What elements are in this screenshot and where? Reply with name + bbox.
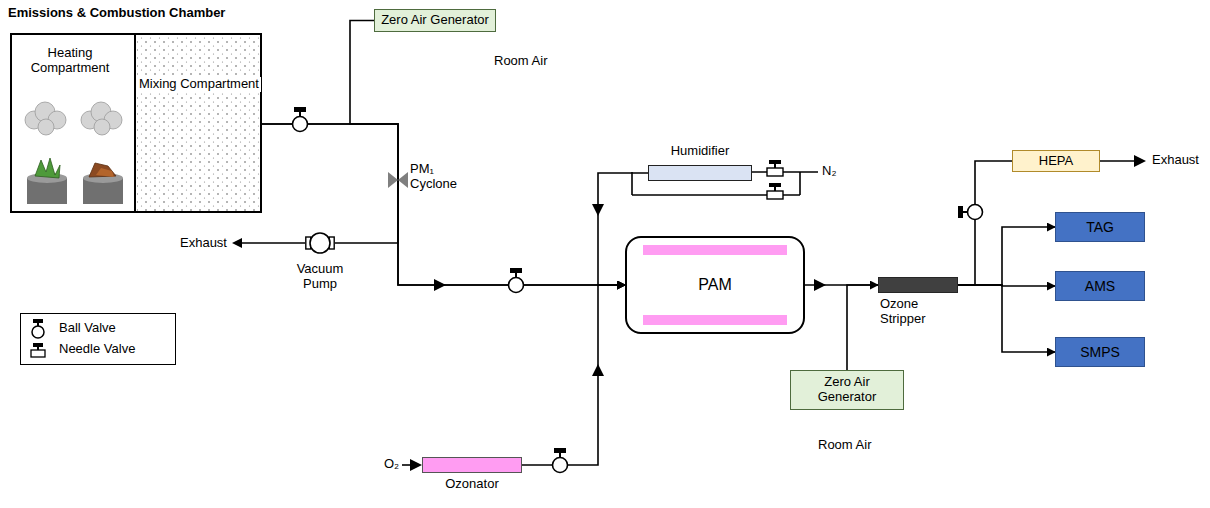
legend-box: Ball ValveNeedle Valve: [20, 313, 176, 365]
flow-line: [958, 285, 1055, 352]
compartment-label: Heating Compartment: [14, 46, 126, 76]
chamber-heading: Emissions & Combustion Chamber: [8, 6, 225, 21]
compartment-label: Mixing Compartment: [137, 77, 261, 92]
fuel-pots: [27, 158, 123, 204]
arrowhead: [1134, 155, 1146, 167]
tube-label: Ozone Stripper: [880, 297, 942, 327]
humidifier-label: Humidifier: [648, 144, 752, 159]
flow-label: N₂: [822, 164, 836, 179]
box-label: HEPA: [1039, 154, 1073, 169]
ball-valve-symbol: [27, 318, 51, 339]
flow-line: [350, 21, 625, 286]
legend-text: Ball Valve: [59, 321, 116, 336]
node-bar: Ozone Stripper: [878, 277, 958, 339]
humidifier-tube: [648, 165, 752, 181]
box-label: AMS: [1085, 278, 1115, 294]
uv-lamp: [643, 245, 787, 255]
flow-arrows: [434, 204, 826, 376]
node-plain: Mixing Compartment: [136, 76, 262, 98]
flow-line: [262, 124, 398, 243]
node-box: AMS: [1055, 271, 1145, 301]
box-label: Zero Air Generator: [796, 375, 898, 405]
arrowhead: [232, 238, 242, 248]
particle-texture: [137, 35, 261, 211]
flow-label: O₂: [384, 457, 399, 472]
arrowhead: [410, 459, 422, 471]
flow-line: [847, 285, 878, 370]
legend-row: Ball Valve: [27, 318, 169, 339]
flow-line: [522, 285, 625, 465]
flow-line: [958, 227, 1055, 285]
flow-label: Room Air: [494, 54, 547, 69]
node-box: TAG: [1055, 212, 1145, 242]
node-box: Zero Air Generator: [790, 370, 904, 410]
tube-label: Ozonator: [422, 477, 522, 492]
exhaust-line: [240, 242, 305, 244]
reactor-label: PAM: [698, 276, 731, 294]
compartment-divider: [134, 33, 136, 213]
uv-lamp: [643, 315, 787, 325]
flow-label: Room Air: [818, 438, 871, 453]
cyclone-symbol: [388, 172, 408, 188]
pump-circle: [305, 228, 335, 258]
node-bar: Ozonator: [422, 457, 522, 499]
needle-valve-symbol: [27, 339, 51, 360]
node-humid: Humidifier: [648, 144, 752, 181]
box-label: Zero Air Generator: [381, 13, 489, 28]
flow-label: PM₁ Cyclone: [410, 162, 462, 192]
box-label: TAG: [1086, 219, 1114, 235]
node-box: SMPS: [1055, 337, 1145, 367]
node-box: Zero Air Generator: [374, 9, 496, 32]
node-box: HEPA: [1012, 150, 1100, 172]
node-pump: Vacuum Pump: [285, 228, 355, 292]
legend-text: Needle Valve: [59, 342, 135, 357]
node-chamber: Emissions & Combustion ChamberHeating Co…: [8, 6, 264, 213]
pump-label: Vacuum Pump: [285, 262, 355, 292]
legend-row: Needle Valve: [27, 339, 169, 360]
box-label: SMPS: [1080, 344, 1120, 360]
flow-label: Exhaust: [1152, 153, 1199, 168]
exhaust-line: [1100, 160, 1136, 162]
tube-bar: [422, 457, 522, 473]
node-plain: Heating Compartment: [14, 46, 126, 90]
flow-label: Exhaust: [180, 236, 227, 251]
smoke-cloud: [25, 102, 122, 135]
pump-symbol: [305, 228, 335, 258]
flow-line: [958, 161, 1012, 285]
flow-line: [262, 124, 625, 285]
tube-bar: [878, 277, 958, 293]
node-pam: PAM: [625, 236, 805, 334]
